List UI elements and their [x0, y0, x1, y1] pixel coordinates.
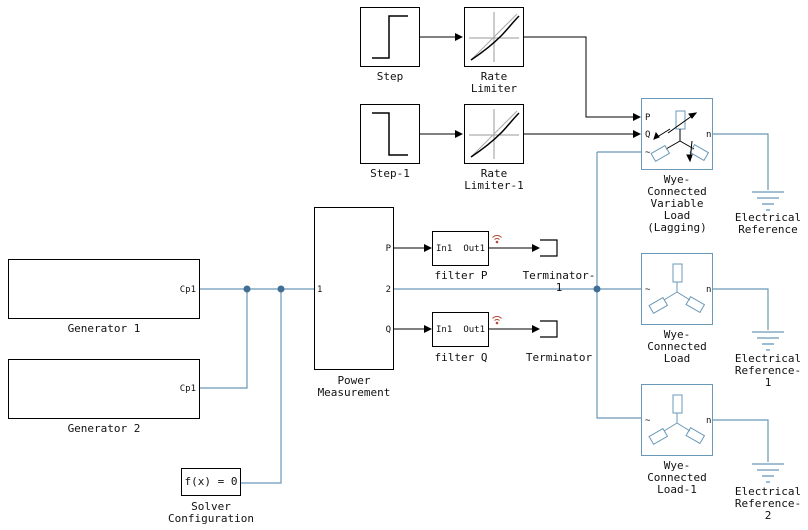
filterq-port-out: Out1: [463, 325, 485, 335]
step-up-icon: [372, 15, 408, 59]
step-label: Step: [376, 70, 404, 83]
terminator-icon: [540, 239, 558, 257]
varload-port-q: Q: [645, 130, 651, 140]
ground-icon: [752, 463, 784, 483]
wyeload1-port-tilde: ~: [645, 416, 651, 426]
step1-label: Step-1: [370, 167, 410, 180]
varload-port-n: n: [706, 130, 712, 140]
signal-ratelimiter-to-p: [524, 36, 641, 121]
filter-p-block[interactable]: In1 Out1: [432, 231, 489, 266]
step1-block[interactable]: [360, 104, 420, 164]
pm-port-q: Q: [385, 325, 391, 335]
solver-expression: f(x) = 0: [184, 475, 238, 488]
phys-gen2-to-junction: [200, 289, 248, 389]
pm-port-p: P: [385, 244, 391, 254]
rate-limiter1-block[interactable]: [464, 104, 524, 164]
variable-load-block[interactable]: P Q ~ n: [641, 98, 713, 170]
rate-curve-icon: [469, 109, 520, 159]
power-measurement-block[interactable]: 1 P 2 Q: [314, 207, 394, 370]
filterq-port-in: In1: [436, 325, 453, 335]
wye-load-label: Wye- Connected Load: [647, 328, 707, 365]
generator2-block[interactable]: Cp1: [8, 359, 200, 419]
solver-config-block[interactable]: f(x) = 0: [181, 468, 241, 496]
pm-port-in: 1: [317, 285, 323, 295]
ground-icon: [752, 331, 784, 351]
step-down-icon: [372, 112, 408, 156]
pm-port-2: 2: [385, 285, 391, 295]
terminator-label: Terminator: [525, 351, 593, 364]
ground-icon: [752, 191, 784, 211]
generator1-label: Generator 1: [67, 322, 141, 335]
phys-bus-vertical: [596, 152, 641, 419]
terminator1-label: Terminator- 1: [522, 269, 596, 294]
generator1-port: Cp1: [179, 285, 196, 295]
elec-ref2-label: Electrical Reference- 2: [734, 485, 802, 522]
power-measurement-label: Power Measurement: [317, 374, 391, 399]
wye-load1-block[interactable]: ~ n: [641, 384, 713, 456]
junction-dot: [243, 285, 251, 293]
wye-load-block[interactable]: ~ n: [641, 253, 713, 325]
wye-load-icon: [648, 394, 706, 446]
varload-port-tilde: ~: [645, 148, 651, 158]
generator2-label: Generator 2: [67, 422, 141, 435]
variable-load-label: Wye- Connected Variable Load (Lagging): [647, 173, 707, 234]
filterp-port-out: Out1: [463, 244, 485, 254]
wye-load-icon: [648, 263, 706, 315]
phys-solver-to-junction: [241, 289, 282, 484]
filterp-port-in: In1: [436, 244, 453, 254]
solver-config-label: Solver Configuration: [167, 500, 255, 525]
rate-limiter-label: Rate Limiter: [470, 70, 518, 95]
elec-ref-label: Electrical Reference: [734, 211, 802, 236]
step-block[interactable]: [360, 7, 420, 67]
phys-wyeload-n: [713, 288, 769, 330]
wyeload1-port-n: n: [706, 416, 712, 426]
phys-wyeload1-n: [713, 419, 769, 462]
phys-varload-n: [713, 133, 769, 190]
junction-dot: [277, 285, 285, 293]
terminator-icon: [540, 320, 558, 338]
filter-p-label: filter P: [434, 269, 488, 282]
varload-port-p: P: [645, 113, 651, 123]
rate-limiter1-label: Rate Limiter-1: [464, 167, 524, 192]
elec-ref1-label: Electrical Reference- 1: [734, 352, 802, 389]
junction-dot: [593, 285, 601, 293]
rate-limiter-block[interactable]: [464, 7, 524, 67]
wyeload-port-tilde: ~: [645, 285, 651, 295]
rate-curve-icon: [469, 12, 520, 62]
generator1-block[interactable]: Cp1: [8, 259, 200, 319]
filter-q-label: filter Q: [434, 351, 488, 364]
wye-variable-load-icon: [650, 110, 710, 163]
wyeload-port-n: n: [706, 285, 712, 295]
wye-load1-label: Wye- Connected Load-1: [647, 459, 707, 496]
filter-q-block[interactable]: In1 Out1: [432, 312, 489, 347]
generator2-port: Cp1: [179, 384, 196, 394]
